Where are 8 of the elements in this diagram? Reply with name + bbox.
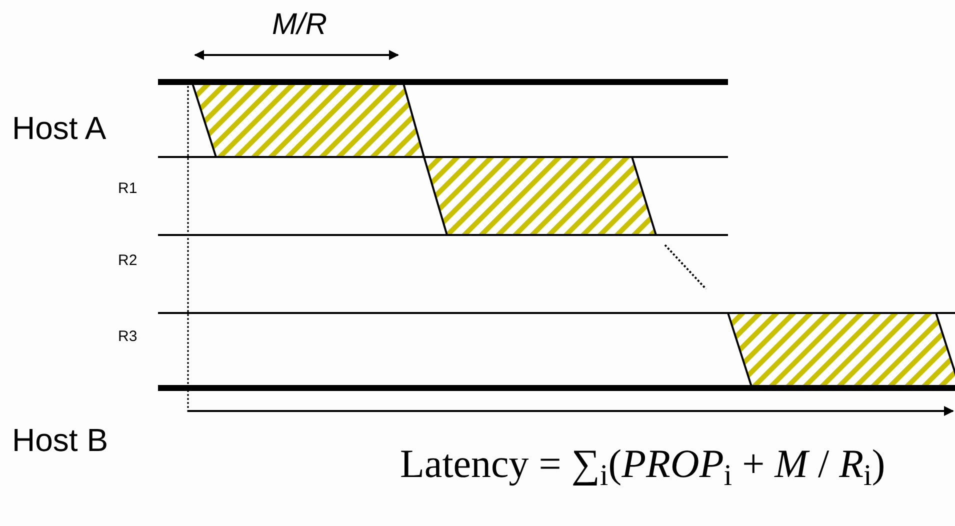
packet-transmission [422,156,658,236]
latency-formula: Latency = ∑$_{i}$(PROP$_{i}$ + M / R$_{i}$) [400,444,886,484]
router-label: R3 [118,328,138,347]
host-label: Host B [12,421,108,460]
host-label: Host A [12,109,106,148]
router-label: R2 [118,252,138,271]
duration-label: M/R [272,7,327,43]
router-label: R1 [118,180,138,199]
